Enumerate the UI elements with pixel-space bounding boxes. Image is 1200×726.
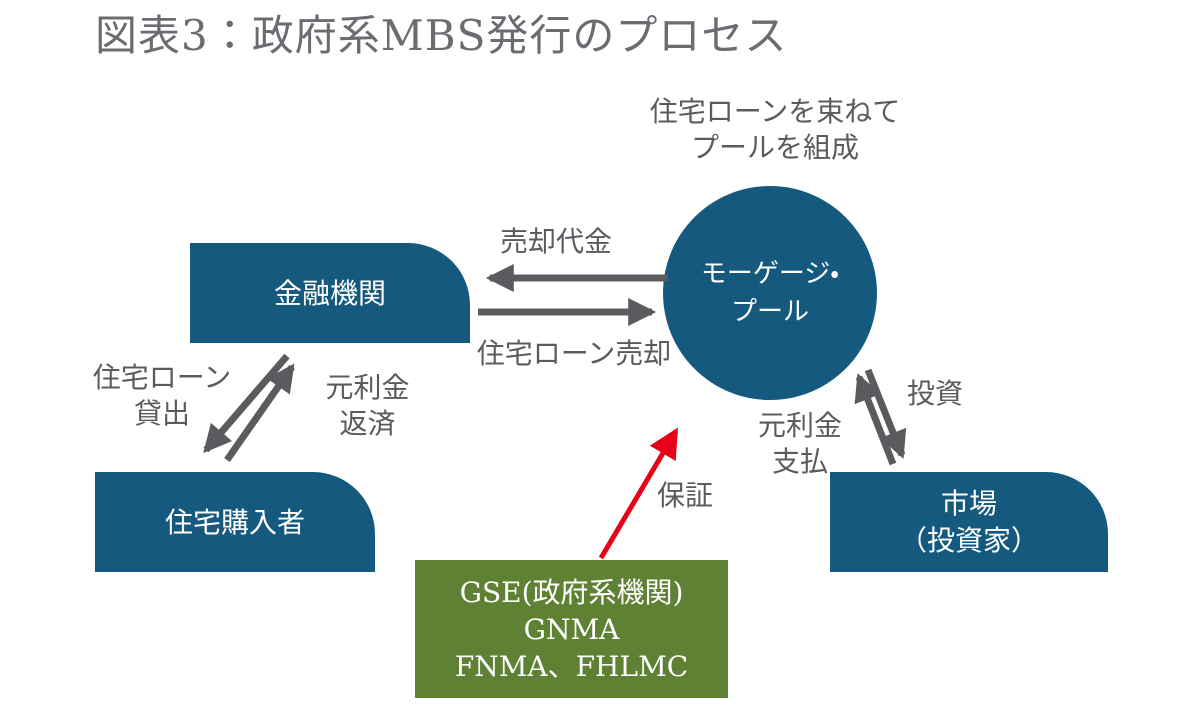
gse-label-line2: GNMA — [523, 612, 620, 646]
payment-label-line1: 元利金 — [757, 409, 842, 442]
loan-sale-label: 住宅ローン売却 — [476, 337, 672, 370]
market-label-line1: 市場 — [940, 487, 997, 520]
market-node: 市場 （投資家） — [830, 472, 1108, 572]
pool-note-line1: 住宅ローンを束ねて — [649, 95, 901, 128]
gse-label-line3: FNMA、FHLMC — [454, 649, 689, 683]
loan-lending-label: 住宅ローン 貸出 — [82, 360, 242, 432]
loan-lending-label-line2: 貸出 — [133, 397, 190, 430]
loan-lending-label-line1: 住宅ローン — [92, 361, 232, 394]
home-buyer-label: 住宅購入者 — [164, 505, 305, 539]
repayment-label: 元利金 返済 — [300, 370, 435, 442]
mortgage-pool-label-line2: プール — [730, 297, 809, 327]
investment-label: 投資 — [906, 377, 963, 410]
gse-node: GSE(政府系機関) GNMA FNMA、FHLMC — [415, 560, 728, 698]
pool-note: 住宅ローンを束ねて プールを組成 — [600, 94, 950, 166]
sale-proceeds-label: 売却代金 — [499, 225, 612, 258]
home-buyer-node: 住宅購入者 — [95, 472, 375, 572]
financial-institution-label: 金融機関 — [273, 276, 386, 310]
payment-label-line2: 支払 — [771, 445, 828, 478]
market-label-line2: （投資家） — [898, 524, 1039, 557]
figure-title: 図表3：政府系MBS発行のプロセス — [95, 11, 788, 60]
mortgage-pool-node: モーゲージ・ プール — [663, 186, 877, 400]
payment-label: 元利金 支払 — [745, 408, 855, 480]
guarantee-label: 保証 — [656, 479, 713, 512]
mortgage-pool-label-line1: モーゲージ・ — [700, 259, 840, 289]
pool-note-line2: プールを組成 — [690, 131, 859, 164]
financial-institution-node: 金融機関 — [190, 243, 470, 343]
repayment-label-line1: 元利金 — [325, 371, 410, 404]
repayment-label-line2: 返済 — [339, 407, 396, 440]
gse-label-line1: GSE(政府系機関) — [459, 575, 684, 609]
